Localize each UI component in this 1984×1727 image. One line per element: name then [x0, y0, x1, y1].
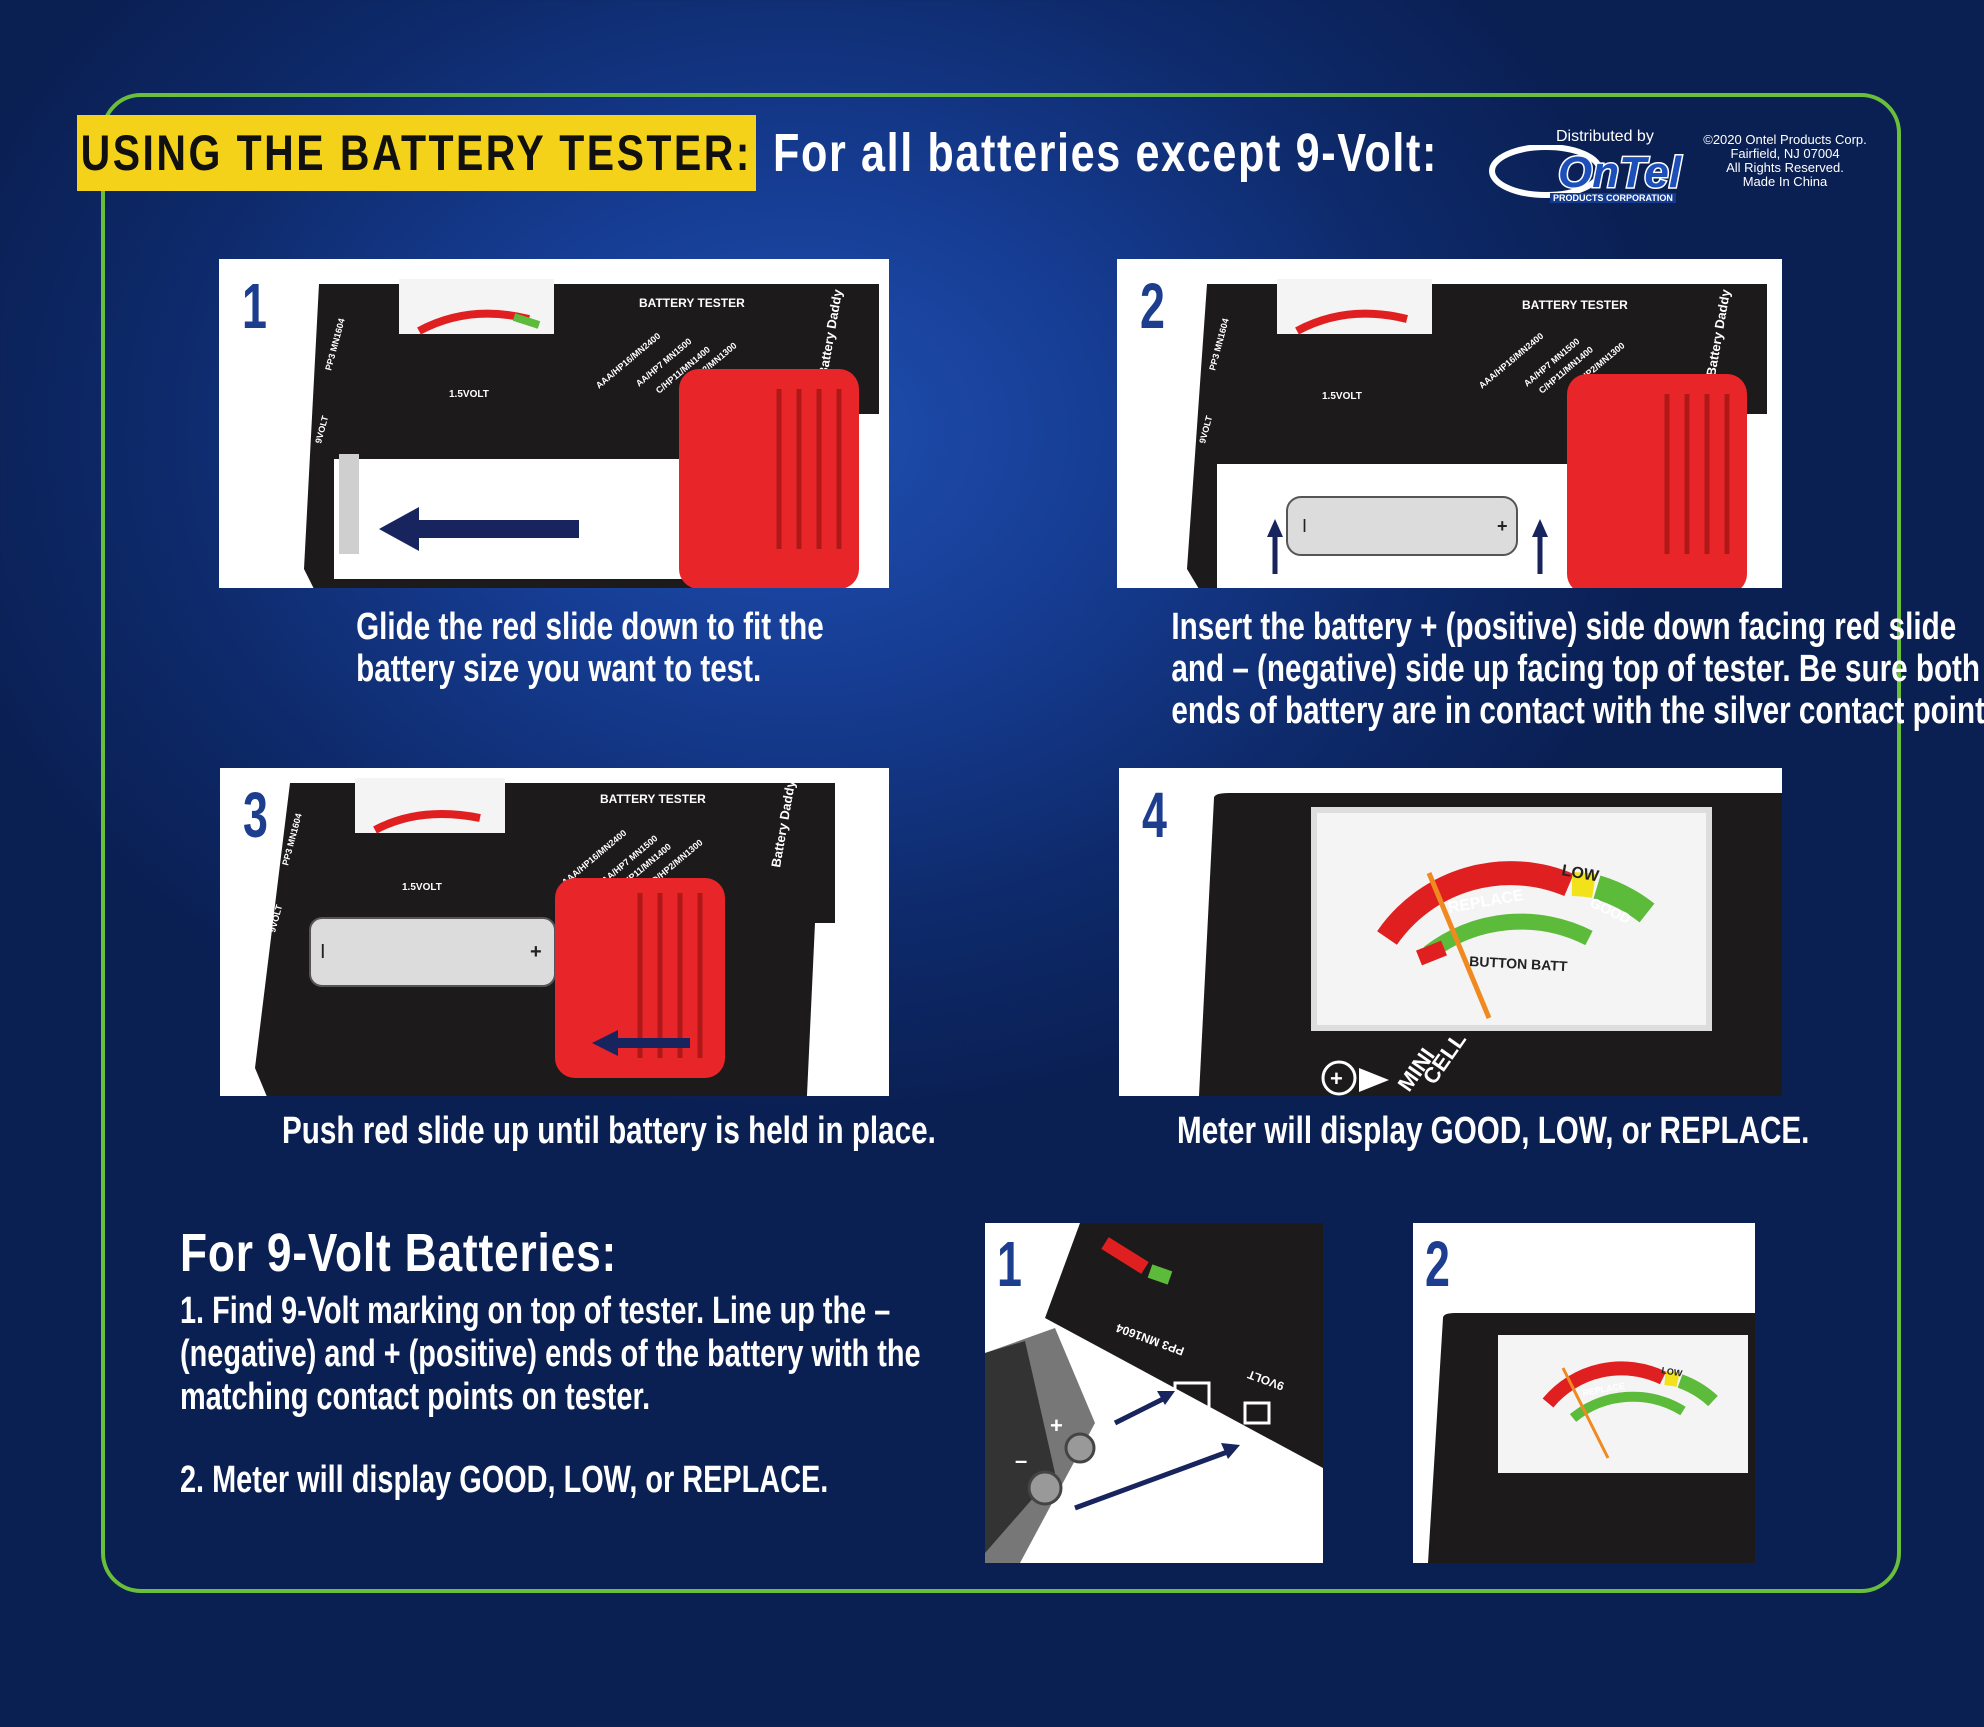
meter-needle	[1426, 872, 1492, 1019]
arrow-left-icon	[592, 1030, 618, 1056]
battery	[1286, 496, 1518, 556]
meter-needle	[1561, 1367, 1610, 1459]
meter-closeup-illustration: REPLACE LOW GOOD BUTTON BATT + MINI CELL	[1199, 793, 1782, 1096]
heading-banner: USING THE BATTERY TESTER:	[77, 115, 756, 191]
plus-icon	[1321, 1060, 1357, 1096]
ontel-logo: OnTel	[1489, 145, 1683, 199]
nine-volt-instruction-1: 1. Find 9-Volt marking on top of tester.…	[180, 1290, 921, 1419]
nine-volt-step-1-panel: 1 PP3 MN1604 9VOLT + –	[985, 1223, 1323, 1563]
step-2-panel: 2 BATTERY TESTER 1.5VOLT AAA/HP16/MN2400…	[1117, 259, 1782, 588]
copyright-line: Made In China	[1742, 174, 1828, 189]
logo-subtext: PRODUCTS CORPORATION	[1550, 193, 1676, 203]
arrow-left-icon	[379, 507, 419, 551]
meter-low-label: LOW	[1661, 1365, 1684, 1379]
caption-line: battery size you want to test.	[356, 648, 762, 690]
triangle-icon	[1359, 1068, 1389, 1092]
step-number: 2	[1140, 270, 1165, 342]
tester-illustration: BATTERY TESTER 1.5VOLT AAA/HP16/MN2400 A…	[1187, 279, 1767, 588]
tester-label: BATTERY TESTER	[639, 296, 745, 310]
step-number: 1	[997, 1228, 1022, 1300]
red-slide	[679, 369, 859, 588]
svg-text:+: +	[1050, 1413, 1063, 1438]
step-number: 3	[243, 779, 268, 851]
tester-illustration: BATTERY TESTER 1.5VOLT AAA/HP16/MN2400 A…	[304, 279, 879, 588]
tester-label: BATTERY TESTER	[600, 792, 706, 806]
svg-text:I: I	[1302, 516, 1307, 536]
instruction-line: (negative) and + (positive) ends of the …	[180, 1333, 921, 1375]
step-number: 2	[1425, 1228, 1450, 1300]
instruction-line: matching contact points on tester.	[180, 1376, 651, 1418]
step-1-panel: 1 BATTERY TESTER 1.5VOLT AAA/HP16/MN2400…	[219, 259, 889, 588]
red-slide	[1567, 374, 1747, 588]
meter-window	[1311, 807, 1712, 1031]
caption-line: Insert the battery + (positive) side dow…	[1171, 606, 1957, 648]
contact-point	[1243, 1401, 1271, 1425]
caption-line: and – (negative) side up facing top of t…	[1171, 648, 1981, 690]
nine-volt-title: For 9-Volt Batteries:	[180, 1223, 618, 1283]
meter-low-label: LOW	[1560, 862, 1601, 885]
meter-good-arc	[1593, 875, 1655, 923]
step-3-panel: 3 BATTERY TESTER 1.5VOLT AAA/HP16/MN2400…	[220, 768, 889, 1096]
page-title: USING THE BATTERY TESTER:	[80, 125, 753, 181]
instruction-frame	[101, 93, 1901, 1593]
meter-window	[1498, 1335, 1748, 1473]
step-number: 4	[1142, 779, 1167, 851]
logo-wordmark: OnTel	[1558, 148, 1682, 197]
arrow-icon	[1221, 1443, 1240, 1459]
caption-line: Glide the red slide down to fit the	[356, 606, 824, 648]
battery	[309, 917, 556, 987]
meter-replace-arc	[1377, 861, 1574, 945]
step-4-panel: 4 REPLACE LOW GOOD BUTTON BATT + MINI CE…	[1119, 768, 1782, 1096]
copyright-line: All Rights Reserved.	[1726, 160, 1844, 175]
volt-label: 1.5VOLT	[449, 389, 489, 400]
tester-illustration: BATTERY TESTER 1.5VOLT AAA/HP16/MN2400 A…	[255, 778, 835, 1096]
tester-label: BATTERY TESTER	[1522, 298, 1628, 312]
contact-point	[1173, 1381, 1211, 1409]
arrow-up-icon	[1267, 519, 1283, 537]
nine-volt-insert-illustration: PP3 MN1604 9VOLT + –	[985, 1223, 1323, 1563]
meter-button-batt-label: BUTTON BATT	[1469, 953, 1568, 974]
nine-volt-instruction-2: 2. Meter will display GOOD, LOW, or REPL…	[180, 1459, 829, 1501]
distributed-by-text: Distributed by	[1556, 128, 1654, 145]
copyright-block: ©2020 Ontel Products Corp. Fairfield, NJ…	[1700, 133, 1870, 189]
meter-closeup-illustration: REPLACE LOW	[1428, 1313, 1755, 1563]
svg-text:–: –	[1015, 1448, 1027, 1473]
step-number: 1	[242, 270, 267, 342]
copyright-line: ©2020 Ontel Products Corp.	[1703, 132, 1867, 147]
svg-text:+: +	[1330, 1066, 1343, 1091]
meter-low-arc	[1571, 872, 1596, 898]
step-3-caption: Push red slide up until battery is held …	[282, 1110, 936, 1152]
svg-text:+: +	[530, 941, 542, 963]
volt-label: 1.5VOLT	[402, 882, 442, 893]
step-4-caption: Meter will display GOOD, LOW, or REPLACE…	[1177, 1110, 1810, 1152]
caption-line: ends of battery are in contact with the …	[1171, 690, 1984, 732]
caption-line: Push red slide up until battery is held …	[282, 1110, 936, 1152]
step-1-caption: Glide the red slide down to fit the batt…	[356, 606, 824, 690]
copyright-line: Fairfield, NJ 07004	[1730, 146, 1840, 161]
instruction-line: 1. Find 9-Volt marking on top of tester.…	[180, 1290, 891, 1332]
svg-text:I: I	[320, 941, 326, 963]
page-subtitle: For all batteries except 9-Volt:	[773, 123, 1438, 183]
step-2-caption: Insert the battery + (positive) side dow…	[1171, 606, 1984, 732]
arrow-icon	[1157, 1391, 1175, 1405]
arrow-up-icon	[1532, 519, 1548, 537]
nine-volt-step-2-panel: 2 REPLACE LOW	[1413, 1223, 1755, 1563]
svg-text:+: +	[1497, 516, 1508, 536]
volt-label: 1.5VOLT	[1322, 391, 1362, 402]
caption-line: Meter will display GOOD, LOW, or REPLACE…	[1177, 1110, 1810, 1152]
